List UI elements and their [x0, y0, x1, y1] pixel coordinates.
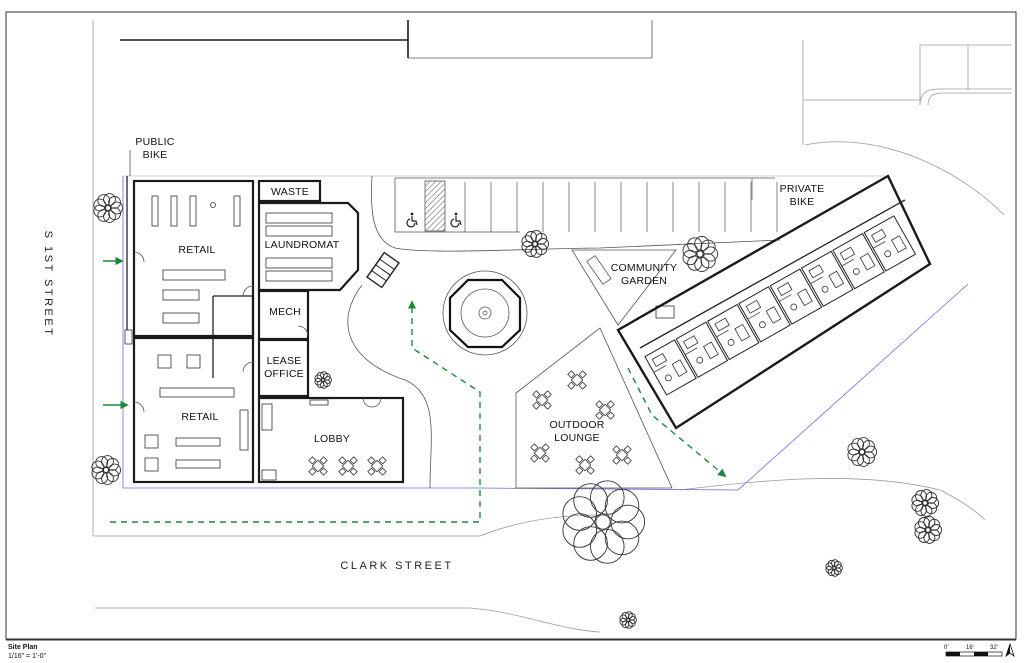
sheet-border [5, 11, 1017, 640]
community-garden [571, 249, 677, 326]
lounge-table [575, 455, 595, 475]
mech-label: MECH [269, 306, 301, 318]
wheelchair-icon [450, 212, 462, 228]
residential-unit [675, 321, 729, 378]
drawing-title: Site Plan [8, 644, 38, 651]
public-bike-label-1: PUBLIC [135, 136, 174, 148]
tree-icon [825, 559, 843, 577]
residential-unit [644, 339, 697, 396]
retail-north-label: RETAIL [178, 244, 215, 256]
tree-icon [91, 455, 122, 485]
tree-icon [847, 437, 878, 467]
scale-label-32: 32' [990, 645, 998, 651]
property-line [122, 175, 969, 491]
scale-bar: 0' 16' 32' [944, 645, 1003, 657]
residential-unit [706, 303, 760, 361]
community-garden-label-1: COMMUNITY [611, 262, 678, 274]
tree-icon [619, 611, 637, 629]
building-residential [616, 174, 932, 430]
lounge-table [595, 400, 615, 420]
lease-office-label-2: OFFICE [264, 368, 304, 380]
lounge-table [308, 456, 328, 476]
street-label-south: CLARK STREET [340, 560, 453, 572]
central-courtyard [347, 270, 528, 489]
residential-unit [800, 250, 854, 308]
residential-unit [863, 215, 917, 272]
parking-lot [371, 175, 781, 252]
private-bike-label-2: BIKE [790, 196, 815, 208]
lease-office-label-1: LEASE [267, 355, 302, 367]
outdoor-lounge [308, 327, 673, 489]
fountain-octagon [448, 278, 522, 349]
lounge-table [567, 370, 587, 390]
lounge-table [612, 445, 632, 465]
public-bike-label-2: BIKE [143, 149, 168, 161]
north-arrow-icon [1005, 642, 1015, 658]
scale-label-0: 0' [944, 645, 948, 651]
outdoor-lounge-label-1: OUTDOOR [549, 419, 604, 431]
lobby-label: LOBBY [314, 433, 350, 445]
context-lines [92, 20, 1012, 633]
tree-icon [562, 480, 646, 564]
residential-unit [738, 286, 791, 343]
accessible-route [103, 256, 727, 523]
private-bike-label-1: PRIVATE [780, 183, 825, 195]
tree-icon [314, 371, 332, 389]
tree-icon [93, 193, 124, 223]
tree-icon [682, 236, 719, 272]
waste-label: WASTE [271, 186, 309, 198]
tree-icon [914, 516, 943, 544]
building-west [124, 150, 405, 484]
wheelchair-icon [406, 212, 418, 228]
tree-icon [521, 230, 550, 258]
scale-label-16: 16' [966, 645, 974, 651]
tree-icon [911, 489, 940, 517]
drawing-scale-note: 1/16" = 1'-0" [8, 653, 47, 660]
exterior-stair [366, 251, 400, 289]
residential-unit [832, 232, 885, 290]
residential-unit [769, 268, 823, 325]
retail-south-label: RETAIL [181, 411, 218, 423]
community-garden-label-2: GARDEN [621, 275, 667, 287]
laundromat-label: LAUNDROMAT [265, 239, 340, 251]
lounge-table [338, 456, 358, 476]
lounge-table [367, 456, 387, 476]
street-label-west: S 1ST STREET [42, 231, 54, 338]
lounge-table [530, 443, 550, 463]
outdoor-lounge-label-2: LOUNGE [554, 432, 600, 444]
lounge-table [532, 390, 552, 410]
